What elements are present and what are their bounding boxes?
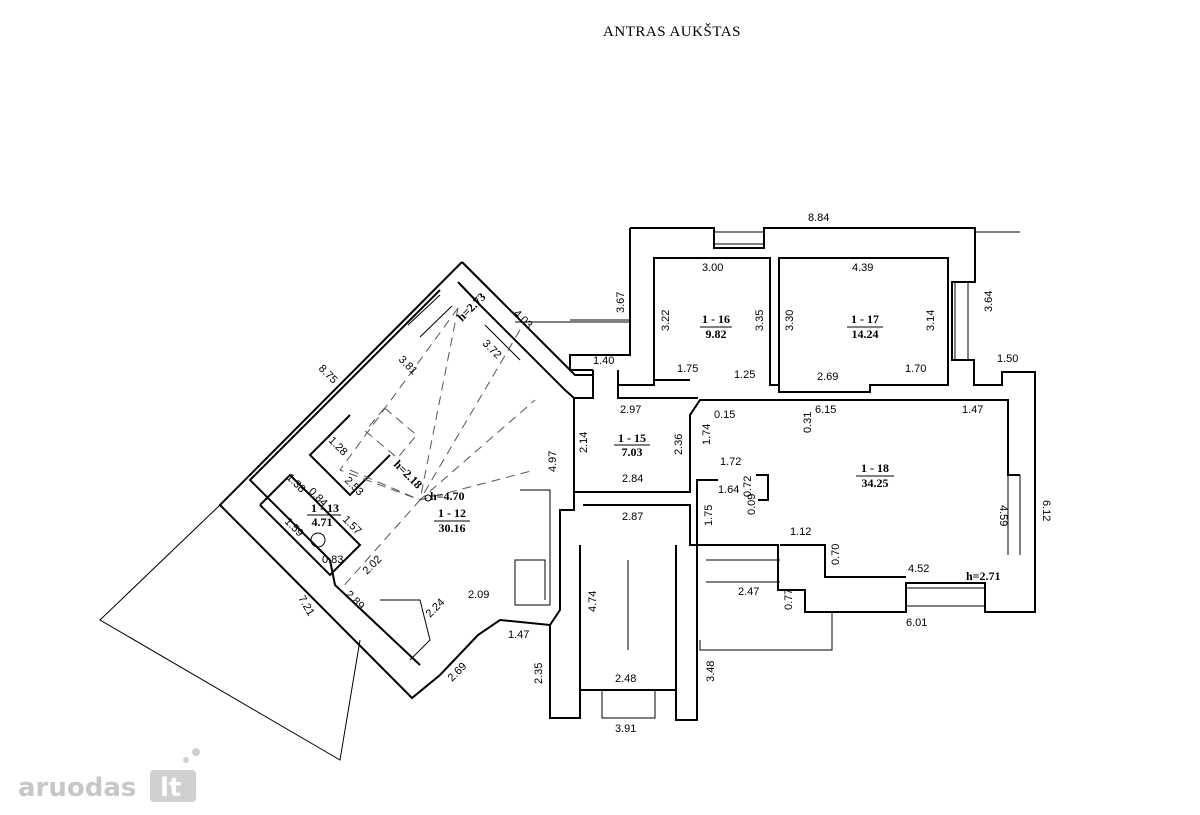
dimension-label: 1.59 (282, 516, 306, 540)
dimension-label: 3.22 (660, 310, 672, 331)
dimension-label: 0.77 (783, 589, 795, 610)
dimension-label: 2.69 (817, 371, 838, 383)
room-1-15: 1 - 15 7.03 (614, 431, 650, 459)
dimension-label: 2.97 (620, 404, 641, 416)
room-id: 1 - 12 (438, 506, 466, 520)
watermark-tld: lt (160, 773, 181, 803)
room-1-12: 1 - 12 30.16 (434, 506, 470, 535)
dimension-label: 6.01 (906, 617, 927, 629)
dimension-label: 1.38 (284, 472, 308, 496)
height-label: h=2.71 (966, 569, 1001, 583)
dimension-label: 7.21 (295, 594, 316, 619)
dimension-label: 2.89 (343, 589, 367, 613)
dimension-label: 8.75 (316, 363, 340, 387)
dimension-label: 1.40 (593, 355, 614, 367)
watermark-badge (150, 770, 196, 802)
room-id: 1 - 17 (851, 312, 879, 326)
dimension-label: 2.48 (615, 673, 636, 685)
west-wing-walls (99, 261, 630, 761)
dimension-label: 3.14 (925, 310, 937, 331)
dimension-label: 2.35 (533, 663, 545, 684)
dimension-label: 1.75 (703, 505, 715, 526)
dimension-label: 1.74 (701, 424, 713, 445)
dimension-label: 2.24 (424, 596, 448, 620)
dimension-label: 2.87 (622, 511, 643, 523)
dimension-label: 2.53 (342, 475, 366, 499)
plan-title: ANTRAS AUKŠTAS (603, 23, 741, 40)
dimension-label: 3.00 (702, 262, 723, 274)
room-area: 34.25 (862, 476, 889, 490)
dimension-label: 3.67 (615, 292, 627, 313)
dimension-label: 1.75 (677, 363, 698, 375)
dimension-label: 2.14 (578, 432, 590, 453)
dimension-label: 0.09 (746, 494, 758, 515)
dimension-label: 0.70 (830, 544, 842, 565)
dimension-label: 1.12 (790, 526, 811, 538)
dimension-label: 4.59 (997, 505, 1009, 526)
room-id: 1 - 16 (702, 312, 730, 326)
room-area: 7.03 (622, 445, 643, 459)
dimension-label: 3.91 (615, 723, 636, 735)
dimension-label: 4.97 (547, 451, 559, 472)
dimension-label: 0.72 (742, 476, 754, 497)
height-label: h=2.18 (391, 457, 425, 491)
dimension-label: 6.12 (1040, 500, 1052, 521)
room-1-16: 1 - 16 9.82 (700, 312, 732, 341)
dimension-label: 3.35 (754, 310, 766, 331)
room-1-17: 1 - 17 14.24 (847, 312, 883, 341)
dimension-label: 3.64 (983, 291, 995, 312)
dimension-label: 1.25 (734, 369, 755, 381)
room-area: 14.24 (852, 327, 879, 341)
room-1-18: 1 - 18 34.25 (856, 461, 894, 490)
dimension-label: 1.47 (962, 404, 983, 416)
dimension-label: 3.30 (784, 310, 796, 331)
room-id: 1 - 18 (861, 461, 889, 475)
dimension-label: 1.57 (340, 514, 364, 538)
room-area: 9.82 (706, 327, 727, 341)
dimension-label: 1.50 (997, 353, 1018, 365)
dimension-label: 2.84 (622, 473, 643, 485)
dimension-label: 1.64 (718, 484, 739, 496)
height-label: h=4.70 (430, 489, 465, 503)
dimension-label: 1.47 (508, 629, 529, 641)
room-id: 1 - 13 (311, 501, 339, 515)
east-block-walls (569, 227, 1036, 651)
dimension-label: 8.84 (808, 212, 829, 224)
stair-core-walls (549, 492, 698, 721)
dimension-label: 2.47 (738, 586, 759, 598)
dimension-label: 1.28 (326, 435, 350, 459)
watermark-brand: aruodas (18, 773, 136, 803)
dimension-label: 0.31 (802, 412, 814, 433)
height-labels: h=2.73 h=2.18 h=4.70 h=2.71 (391, 290, 1001, 583)
room-labels: 1 - 16 9.82 1 - 17 14.24 1 - 15 7.03 1 -… (307, 312, 894, 535)
dimension-label: 3.81 (396, 354, 420, 378)
dimension-label: 4.03 (511, 308, 535, 332)
room-area: 4.71 (312, 515, 333, 529)
dimension-label: 2.09 (468, 589, 489, 601)
dimension-label: 0.15 (714, 409, 735, 421)
dimension-label: 2.02 (361, 553, 385, 577)
room-id: 1 - 15 (618, 431, 646, 445)
dimension-label: 0.83 (322, 554, 343, 566)
dimension-label: 4.39 (852, 262, 873, 274)
room-area: 30.16 (439, 521, 466, 535)
dimension-label: 1.70 (905, 363, 926, 375)
watermark-logo: aruodas lt (18, 748, 200, 803)
dimension-label: 6.15 (815, 404, 836, 416)
dimension-label: 3.72 (480, 338, 504, 362)
dimension-label: 1.72 (720, 456, 741, 468)
dimension-label: 2.36 (673, 434, 685, 455)
room-1-13: 1 - 13 4.71 (307, 501, 341, 529)
dimension-label: 4.74 (587, 591, 599, 612)
dimension-label: 3.48 (705, 661, 717, 682)
dimension-label: 4.52 (908, 563, 929, 575)
